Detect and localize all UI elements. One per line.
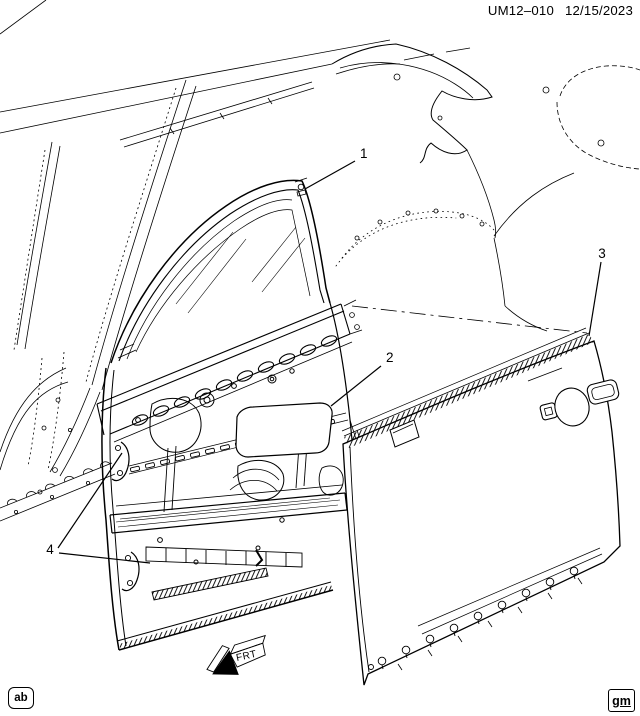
callout-4-label: 4 [46, 542, 54, 557]
vehicle-body-outline [0, 0, 640, 522]
frt-direction-indicator: FRT [206, 634, 266, 675]
belt-molding-strip [341, 327, 594, 448]
callout-1: 1 [304, 146, 368, 190]
callout-4: 4 [46, 452, 151, 564]
belt-reinforcement-bar [96, 299, 363, 443]
lower-clip-row [368, 566, 579, 670]
drawing-header: UM12–010 12/15/2023 [488, 3, 633, 18]
frt-arrow-shadow [206, 645, 230, 673]
side-impact-beam [109, 484, 348, 534]
drawing-date: 12/15/2023 [564, 3, 633, 18]
water-deflector-pad [235, 402, 333, 458]
door-handle-cutout [539, 379, 620, 427]
callout-2: 2 [330, 350, 394, 407]
callout-2-label: 2 [386, 350, 394, 365]
door-window-frame [110, 177, 331, 364]
panel-alignment-line [351, 305, 588, 334]
gm-logo: gm [608, 689, 635, 712]
frt-arrow-icon [212, 650, 239, 675]
mirror-patch-flap [389, 419, 420, 448]
lower-stiffener-bar [145, 546, 303, 601]
callout-3: 3 [588, 246, 606, 337]
page-code-text: ab [14, 692, 28, 704]
callout-3-label: 3 [598, 246, 606, 261]
outer-door-panel [341, 327, 621, 686]
gm-logo-text: gm [612, 693, 631, 708]
door-hinge-lower [121, 551, 140, 592]
page-code-tag: ab [8, 687, 34, 709]
drawing-number: UM12–010 [487, 3, 554, 18]
frt-label: FRT [235, 649, 258, 664]
callout-1-label: 1 [360, 146, 368, 161]
door-hinge-upper [111, 441, 130, 482]
door-inner-panel [101, 302, 367, 651]
